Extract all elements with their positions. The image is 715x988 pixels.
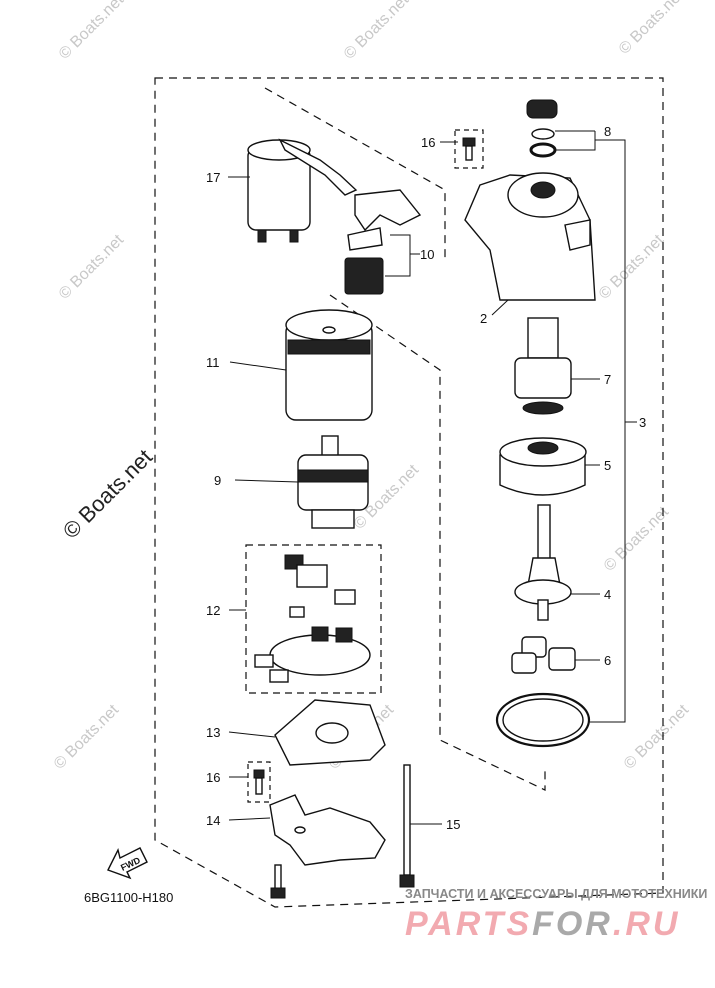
watermark: © Boats.net [616, 0, 688, 58]
callout-labels: 17 16 8 10 2 11 7 3 5 9 4 12 6 13 16 14 … [206, 124, 646, 832]
watermark: © Boats.net [51, 701, 123, 773]
callout-14: 14 [206, 813, 220, 828]
part-4-shaft[interactable] [514, 504, 572, 621]
ring-gear[interactable] [495, 692, 591, 748]
part-16-bolt[interactable] [462, 137, 476, 161]
part-13-rear-cover[interactable] [274, 699, 386, 766]
callout-9: 9 [214, 473, 221, 488]
brush-group-box [245, 544, 382, 694]
callout-3: 3 [639, 415, 646, 430]
callout-15: 15 [446, 817, 460, 832]
part-14-bracket[interactable] [269, 794, 386, 866]
part-6-planet-gears[interactable] [511, 636, 576, 674]
callout-11: 11 [206, 355, 220, 370]
part-10-brush-lever[interactable] [344, 189, 422, 295]
part-15-through-bolt[interactable] [399, 764, 415, 888]
part-12-brush-holder[interactable] [254, 554, 371, 683]
watermark: © Boats.net [621, 701, 693, 773]
bolt-group-box [454, 129, 484, 169]
callout-8: 8 [604, 124, 611, 139]
brand-part-1: PARTS [405, 905, 533, 943]
callout-10: 10 [420, 247, 434, 262]
leader-lines [228, 130, 637, 825]
bolt-group-box [247, 761, 271, 803]
callout-5: 5 [604, 458, 611, 473]
callout-17: 17 [206, 170, 220, 185]
part-17-solenoid[interactable] [247, 138, 358, 243]
callout-4: 4 [604, 587, 611, 602]
watermark: © Boats.net [341, 0, 413, 63]
fwd-arrow-icon: FWD [107, 847, 148, 880]
part-7-pinion[interactable] [514, 317, 572, 415]
callout-16: 16 [421, 135, 435, 150]
callout-16-lower: 16 [206, 770, 220, 785]
part-2-front-housing[interactable] [464, 172, 596, 301]
callout-2: 2 [480, 311, 487, 326]
diagram-code: 6BG1100-H180 [84, 890, 173, 905]
brand-part-2: FOR [532, 905, 613, 943]
brand-logo: PARTSFOR.RU [405, 905, 680, 943]
bolt-bottom[interactable] [270, 864, 286, 899]
watermark: © Boats.net [56, 0, 128, 63]
part-5-cover[interactable] [499, 437, 587, 496]
assembly-line [264, 87, 446, 258]
footer-tagline: ЗАПЧАСТИ И АКСЕССУАРЫ ДЛЯ МОТОТЕХНИКИ [405, 887, 708, 901]
watermark: © Boats.net [56, 231, 128, 303]
watermark: © Boats.net [596, 231, 668, 303]
assembly-boundary [154, 77, 664, 908]
callout-6: 6 [604, 653, 611, 668]
watermark-large: © Boats.net [58, 444, 157, 543]
part-9-armature[interactable] [297, 435, 369, 529]
assembly-line [329, 294, 546, 791]
callout-13: 13 [206, 725, 220, 740]
brand-part-3: .RU [612, 905, 681, 943]
callout-12: 12 [206, 603, 220, 618]
callout-7: 7 [604, 372, 611, 387]
part-11-yoke[interactable] [285, 309, 373, 421]
watermark: © Boats.net [601, 503, 673, 575]
part-8-seals[interactable] [526, 99, 558, 158]
part-16-bolt-lower[interactable] [253, 769, 265, 795]
